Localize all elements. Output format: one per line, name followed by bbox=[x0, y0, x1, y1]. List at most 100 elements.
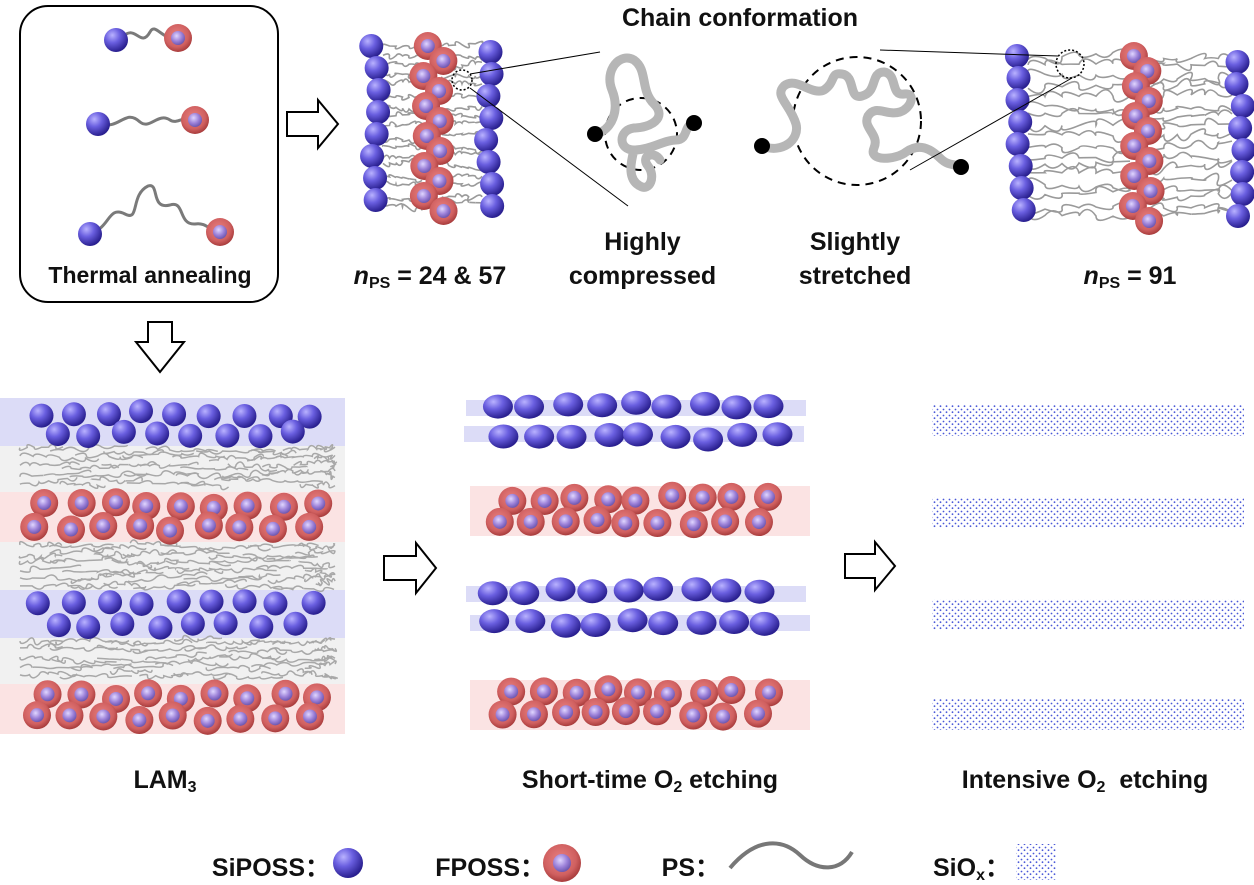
siox-colon: ： bbox=[984, 854, 1010, 882]
ps-chain bbox=[70, 573, 113, 584]
siposs-particle bbox=[196, 404, 221, 429]
ps-chain bbox=[1027, 107, 1131, 118]
fposs-particle bbox=[89, 512, 118, 541]
ps-chain bbox=[274, 452, 331, 459]
siposs-particle bbox=[744, 579, 775, 604]
ps-chain bbox=[293, 459, 336, 466]
siposs-particle bbox=[689, 391, 720, 416]
ps-chain bbox=[51, 555, 128, 564]
ps-chain bbox=[1149, 105, 1233, 114]
fposs-particle bbox=[611, 509, 640, 538]
fposs-particle bbox=[658, 481, 687, 510]
siposs-particle bbox=[364, 122, 389, 146]
siposs-particle bbox=[166, 589, 191, 614]
siox-layer bbox=[932, 599, 1244, 630]
ps-chain bbox=[330, 459, 338, 469]
ps-chain bbox=[19, 452, 100, 463]
siposs-particle bbox=[711, 578, 742, 603]
ps-chain bbox=[1027, 48, 1131, 65]
ps-chain bbox=[165, 559, 232, 567]
ps-chain bbox=[441, 130, 483, 137]
ps-chain bbox=[103, 580, 147, 590]
stretched-chain bbox=[754, 56, 969, 186]
ps-chain bbox=[441, 193, 483, 201]
ps-chain bbox=[48, 543, 114, 549]
fposs-particle bbox=[125, 706, 154, 735]
ps-chain bbox=[1149, 109, 1233, 122]
fposs-particle bbox=[295, 512, 324, 541]
fposs-particle bbox=[30, 489, 59, 518]
siox-layer bbox=[932, 405, 1244, 436]
ps-chain bbox=[1149, 188, 1233, 202]
siposs-particle bbox=[249, 614, 274, 639]
ps-chain bbox=[74, 452, 144, 461]
fposs-particle bbox=[717, 676, 746, 705]
siposs-particle bbox=[162, 402, 187, 427]
ps-chain bbox=[59, 480, 106, 490]
fposs-particle bbox=[67, 489, 96, 518]
ps-chain bbox=[180, 480, 230, 491]
siposs-particle bbox=[479, 609, 510, 634]
fposs-particle bbox=[753, 482, 782, 511]
ps-chain bbox=[206, 638, 260, 645]
ps-chain bbox=[174, 634, 223, 643]
fposs-particle bbox=[89, 702, 118, 731]
siposs-particle bbox=[283, 611, 308, 636]
ps-chain bbox=[18, 552, 63, 561]
ps-chain bbox=[1027, 208, 1131, 222]
siposs-particle bbox=[363, 166, 388, 190]
fposs-particle bbox=[488, 700, 517, 729]
ps-chain bbox=[261, 670, 313, 677]
compressed-label-line2: compressed bbox=[568, 262, 717, 290]
ps-chain bbox=[90, 476, 143, 485]
ps-chain bbox=[328, 542, 336, 550]
siposs-particle bbox=[364, 56, 389, 80]
ps-chain bbox=[238, 573, 281, 580]
siox-layer bbox=[932, 497, 1244, 528]
ps-chain bbox=[145, 445, 219, 453]
ps-chain bbox=[441, 40, 484, 49]
ps-chain bbox=[1149, 206, 1233, 217]
ps-chain bbox=[171, 452, 226, 459]
fposs-particle bbox=[193, 706, 222, 735]
fposs-particle bbox=[226, 704, 255, 733]
fposs-particle bbox=[261, 704, 290, 733]
arrow-right-3 bbox=[844, 539, 897, 593]
siposs-particle bbox=[686, 610, 717, 635]
fposs-particle bbox=[583, 506, 612, 535]
ps-chain bbox=[111, 568, 164, 575]
siposs-particle bbox=[178, 423, 203, 448]
ps-chain bbox=[242, 553, 318, 560]
ps-chain bbox=[195, 448, 277, 455]
siposs-particle bbox=[61, 590, 86, 615]
siposs-particle bbox=[1225, 50, 1250, 74]
ps-chain bbox=[1027, 80, 1131, 95]
siposs-particle bbox=[577, 579, 608, 604]
siposs-particle bbox=[524, 424, 555, 449]
ps-chain bbox=[139, 672, 189, 680]
siposs-particle bbox=[476, 150, 501, 174]
ps-chain bbox=[266, 554, 315, 561]
fposs-particle bbox=[709, 702, 738, 731]
siposs-particle bbox=[681, 577, 712, 602]
ps-chain bbox=[134, 638, 193, 646]
siposs-particle bbox=[727, 422, 758, 447]
n-symbol: n bbox=[353, 262, 369, 290]
siposs-particle bbox=[617, 608, 648, 633]
fposs-particle bbox=[166, 492, 195, 521]
siposs-particle bbox=[199, 589, 224, 614]
fposs-particle bbox=[20, 512, 49, 541]
siposs-particle bbox=[580, 613, 611, 638]
ps-chain bbox=[99, 572, 142, 578]
ps-chain bbox=[1149, 139, 1233, 151]
siposs-particle bbox=[232, 589, 257, 614]
siposs-particle bbox=[1005, 132, 1030, 156]
fposs-particle bbox=[271, 679, 300, 708]
ps-chain bbox=[175, 472, 243, 480]
ps-chain bbox=[113, 662, 174, 670]
ps-chain bbox=[1149, 117, 1233, 130]
legend-siposs-symbol bbox=[333, 848, 363, 878]
siposs-particle bbox=[753, 394, 784, 419]
fposs-particle bbox=[156, 516, 185, 545]
ps-chain bbox=[154, 659, 229, 668]
